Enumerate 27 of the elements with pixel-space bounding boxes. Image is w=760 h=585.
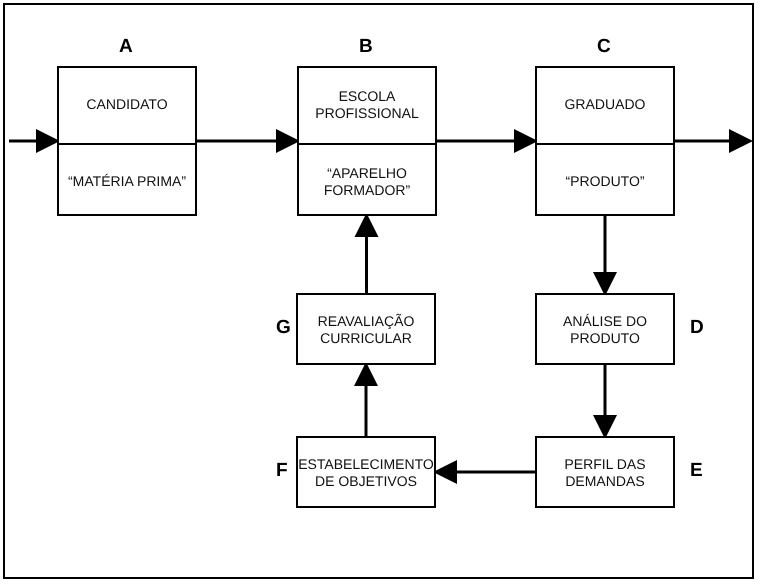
process-box xyxy=(535,66,675,216)
column-letter: B xyxy=(359,36,373,58)
box-title: CANDIDATO xyxy=(86,96,168,113)
box-title: PERFIL DAS DEMANDAS xyxy=(563,456,647,490)
box-title: REAVALIAÇÃO CURRICULAR xyxy=(316,313,416,347)
column-letter: A xyxy=(119,36,133,58)
process-box xyxy=(535,293,675,365)
arrow xyxy=(593,365,617,439)
box-title: GRADUADO xyxy=(564,96,646,113)
process-box xyxy=(296,436,436,508)
box-title: ANÁLISE DO PRODUTO xyxy=(562,313,648,347)
box-title: ESTABELECIMENTO DE OBJETIVOS xyxy=(298,456,434,490)
process-box xyxy=(296,293,436,365)
arrow xyxy=(593,216,617,296)
box-subtitle: “PRODUTO” xyxy=(565,173,645,190)
process-box xyxy=(535,436,675,508)
process-box xyxy=(57,66,197,216)
box-title: ESCOLA PROFISSIONAL xyxy=(314,88,420,122)
arrow xyxy=(675,129,753,153)
box-letter: G xyxy=(276,317,291,339)
process-box xyxy=(297,66,437,216)
column-letter: C xyxy=(597,36,611,58)
box-subtitle: “APARELHO FORMADOR” xyxy=(322,164,412,198)
box-subtitle: “MATÉRIA PRIMA” xyxy=(68,173,186,190)
box-letter: F xyxy=(276,460,288,482)
box-letter: E xyxy=(690,460,703,482)
box-letter: D xyxy=(690,317,704,339)
